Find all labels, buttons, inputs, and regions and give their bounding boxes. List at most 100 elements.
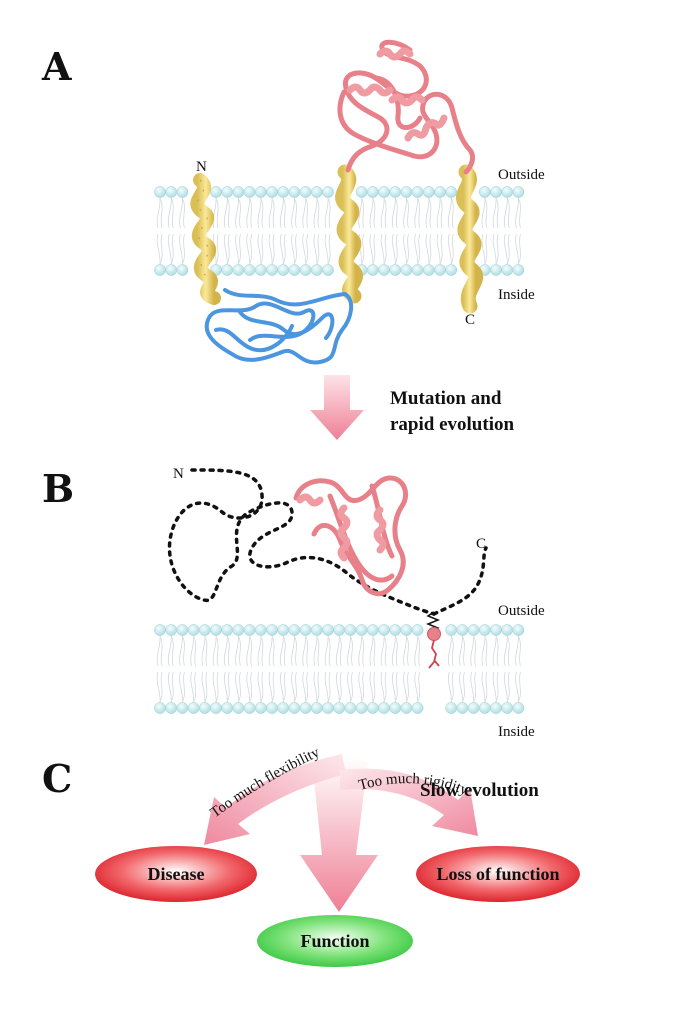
- lipid-head: [243, 264, 256, 276]
- lipid-head: [322, 702, 334, 714]
- lipid-tail: [179, 635, 183, 667]
- lipid-tail: [179, 233, 183, 265]
- lipid-tail: [294, 197, 297, 229]
- lipid-tail: [495, 671, 499, 703]
- lipid-tail: [170, 635, 174, 667]
- lipid-tail: [369, 671, 374, 703]
- lipid-head: [165, 702, 178, 714]
- lipid-head: [266, 264, 278, 276]
- lipid-tail: [159, 197, 163, 229]
- lipid-head: [490, 624, 502, 636]
- membrane-b: [154, 624, 525, 714]
- lipid-tail: [394, 671, 398, 703]
- lipid-head: [389, 264, 402, 276]
- lipid-tail: [481, 197, 486, 229]
- inside-label-a: Inside: [498, 287, 535, 303]
- lipid-head: [310, 186, 323, 198]
- lipid-tail: [406, 635, 409, 667]
- lipid-tail: [470, 671, 475, 703]
- lipid-tail: [282, 233, 286, 265]
- lipid-tail: [459, 671, 463, 703]
- disease-oval: Disease: [95, 846, 257, 902]
- lipid-tail: [492, 197, 497, 229]
- lipid-head: [400, 624, 413, 636]
- lipid-tail: [350, 671, 353, 703]
- lipid-tail: [459, 635, 463, 667]
- lipid-head: [288, 264, 301, 276]
- c-terminus-a: C: [465, 312, 476, 328]
- lipid-tail: [182, 197, 185, 229]
- lipid-tail: [327, 635, 331, 667]
- blue-domain: [204, 288, 354, 365]
- lipid-tail: [246, 671, 251, 703]
- lipid-tail: [302, 233, 307, 265]
- lipid-tail: [462, 635, 465, 667]
- lipid-head: [411, 702, 424, 714]
- membrane-a: [154, 186, 525, 276]
- lipid-tail: [436, 197, 441, 229]
- lipid-tail: [380, 233, 385, 265]
- lipid-tail: [215, 635, 219, 667]
- lipid-tail: [167, 233, 172, 265]
- lipid-tail: [403, 197, 407, 229]
- lipid-tail: [350, 635, 353, 667]
- n-terminus-a: N: [196, 159, 207, 175]
- lipid-tail: [193, 635, 197, 667]
- lipid-head: [165, 624, 178, 636]
- lipid-tail: [235, 233, 239, 265]
- lipid-tail: [515, 197, 519, 229]
- lipid-tail: [238, 671, 241, 703]
- lipid-head: [165, 264, 178, 276]
- lipid-tail: [428, 197, 432, 229]
- lipid-head: [490, 186, 502, 198]
- svg-text:Loss of function: Loss of function: [436, 864, 559, 884]
- lipid-tail: [450, 197, 454, 229]
- lipid-tail: [358, 671, 363, 703]
- lipid-tail: [414, 233, 419, 265]
- lipid-tail: [495, 233, 499, 265]
- lipid-tail: [223, 233, 228, 265]
- lipid-tail: [294, 635, 297, 667]
- lipid-tail: [383, 233, 387, 265]
- lipid-head: [445, 624, 458, 636]
- lipid-tail: [473, 671, 477, 703]
- lipid-tail: [226, 671, 230, 703]
- lipid-head: [366, 186, 379, 198]
- lipid-tail: [167, 671, 172, 703]
- lipid-tail: [417, 671, 421, 703]
- lipid-tail: [235, 197, 239, 229]
- lipid-tail: [179, 671, 183, 703]
- lipid-tail: [291, 197, 295, 229]
- lipid-tail: [383, 635, 387, 667]
- lipid-tail: [324, 671, 329, 703]
- lipid-head: [501, 702, 514, 714]
- lipid-head: [501, 264, 514, 276]
- lipid-head: [355, 186, 368, 198]
- lipid-head: [210, 186, 222, 198]
- lipid-head: [501, 186, 514, 198]
- lipid-tail: [383, 197, 387, 229]
- lipid-tail: [302, 635, 307, 667]
- gpi-anchor: [425, 611, 441, 669]
- lipid-head: [187, 624, 200, 636]
- lipid-tail: [167, 197, 172, 229]
- lipid-tail: [246, 635, 251, 667]
- lipid-tail: [305, 233, 309, 265]
- lipid-tail: [503, 635, 508, 667]
- transition-line-2: rapid evolution: [390, 414, 515, 435]
- lipid-tail: [495, 197, 499, 229]
- lipid-tail: [260, 197, 264, 229]
- lipid-head: [512, 624, 525, 636]
- lipid-tail: [338, 635, 342, 667]
- lipid-head: [389, 624, 402, 636]
- lipid-tail: [182, 233, 185, 265]
- lipid-tail: [492, 233, 497, 265]
- lipid-tail: [473, 635, 477, 667]
- lipid-tail: [271, 671, 275, 703]
- lipid-tail: [361, 671, 365, 703]
- lipid-head: [512, 702, 525, 714]
- lipid-head: [366, 702, 379, 714]
- lipid-head: [187, 702, 200, 714]
- lipid-head: [232, 702, 245, 714]
- lipid-tail: [417, 635, 421, 667]
